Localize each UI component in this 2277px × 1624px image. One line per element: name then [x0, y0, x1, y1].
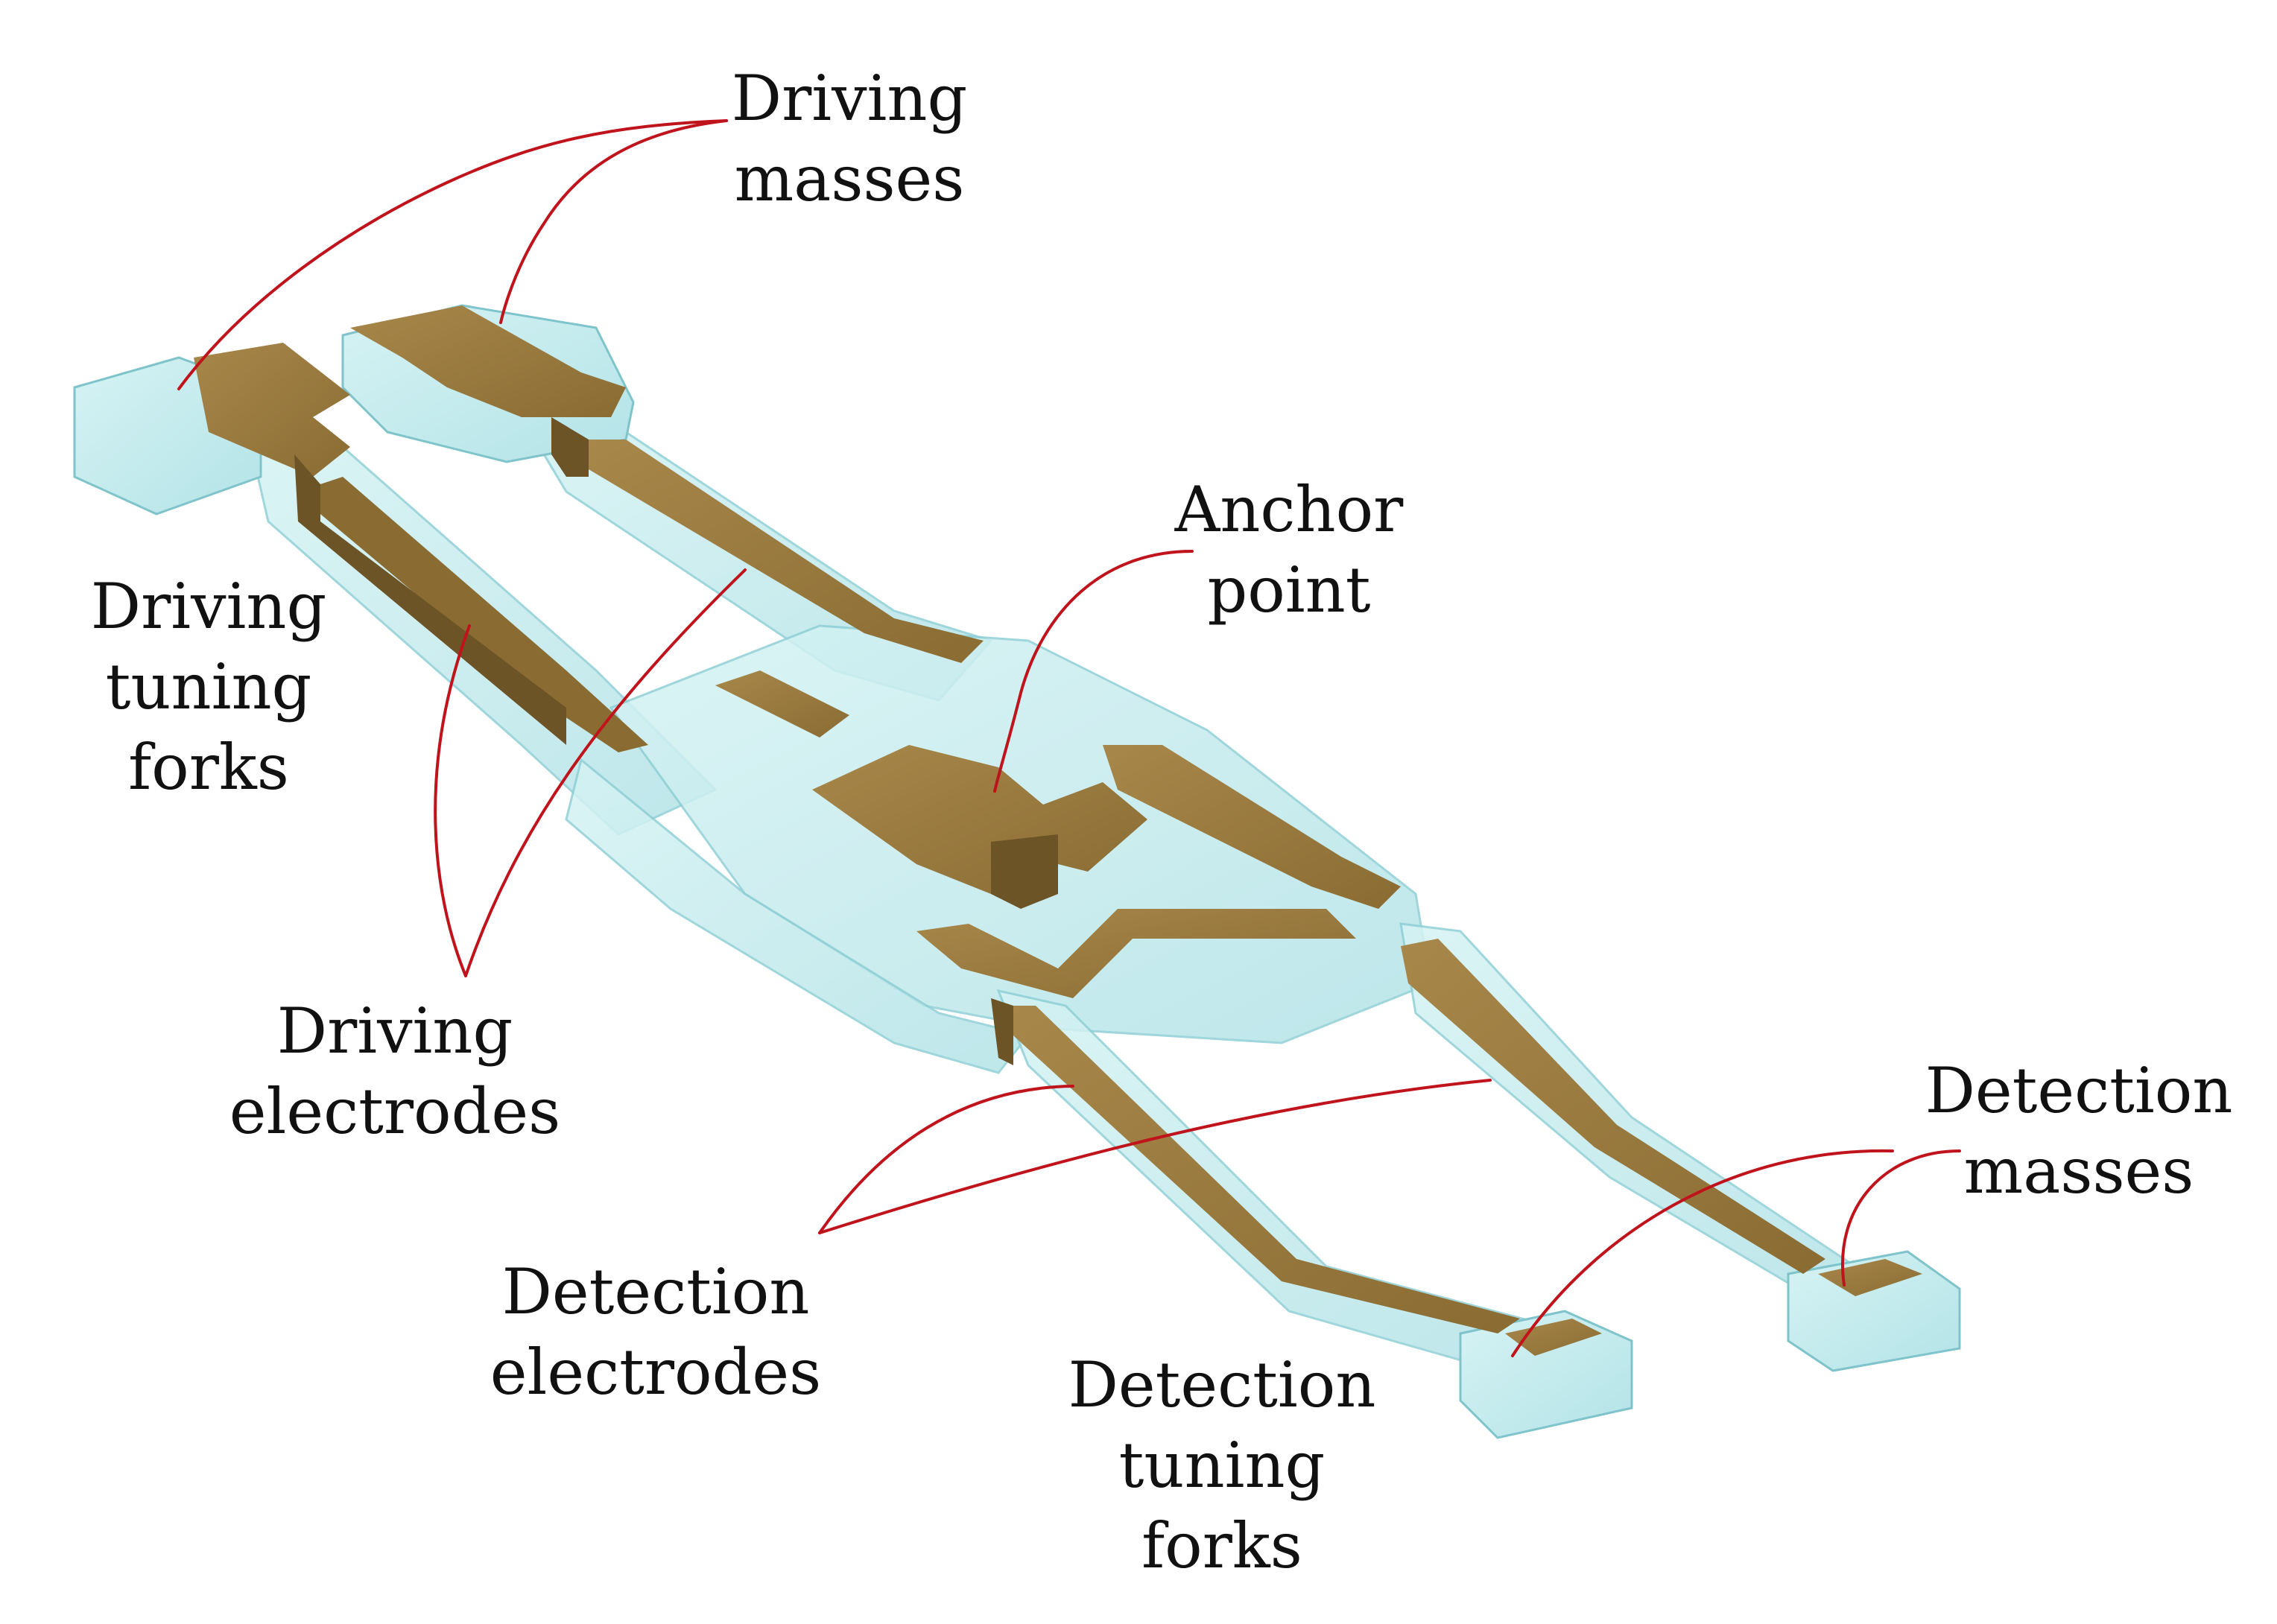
label-detection-masses: Detection masses	[1925, 1054, 2233, 1208]
label-driving-masses: Driving masses	[731, 62, 968, 215]
driving-electrode-left	[320, 477, 648, 752]
driving-electrode-right	[589, 440, 984, 663]
electrodes	[194, 305, 1922, 1356]
label-driving-tuning-forks: Driving tuning forks	[90, 570, 327, 804]
central-trace-lower	[916, 909, 1356, 998]
leader-driving-masses-left	[177, 119, 728, 390]
lower-frame-glass	[565, 758, 1030, 1074]
anchor-block	[991, 834, 1058, 909]
detection-electrode-left-side	[991, 998, 1013, 1065]
central-trace-upper	[715, 670, 849, 738]
leader-driving-electrodes-right	[464, 568, 747, 977]
label-driving-electrodes: Driving electrodes	[229, 995, 561, 1148]
leader-lines	[177, 119, 1961, 1357]
anchor-electrode	[812, 745, 1147, 894]
leader-anchor-point	[993, 550, 1194, 793]
leader-driving-electrodes-left	[434, 624, 471, 977]
leader-detection-masses-left	[1511, 1149, 1894, 1357]
driving-electrode-right-side	[551, 417, 589, 477]
detection-electrode-left	[1006, 1006, 1520, 1333]
label-anchor-point: Anchor point	[1174, 473, 1404, 627]
detection-mass-left	[1459, 1310, 1633, 1439]
leader-detection-electrodes-right	[818, 1079, 1492, 1234]
detection-electrode-right	[1401, 939, 1825, 1274]
leader-detection-electrodes-left	[818, 1085, 1074, 1234]
leader-driving-masses-right	[499, 119, 728, 324]
driving-mass-electrode-right	[350, 305, 626, 417]
driving-mass-electrode-left	[194, 343, 350, 477]
driving-electrode-left-side	[294, 454, 566, 745]
label-detection-tuning-forks: Detection tuning forks	[1068, 1348, 1376, 1582]
central-trace-right	[1103, 745, 1401, 909]
leader-detection-masses-right	[1841, 1149, 1961, 1287]
label-detection-electrodes: Detection electrodes	[490, 1255, 822, 1409]
detection-mass-electrode-left	[1505, 1319, 1602, 1356]
